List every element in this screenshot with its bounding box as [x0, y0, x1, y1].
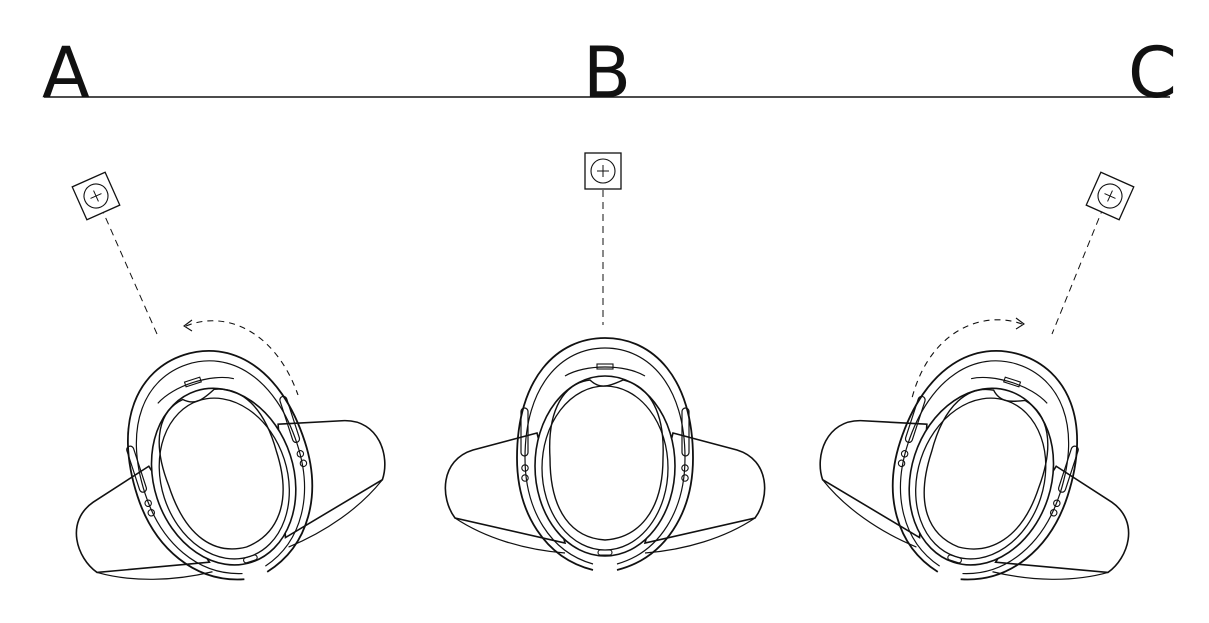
rotation-arrow-icon: [911, 319, 1023, 399]
sight-line-a: [95, 195, 158, 335]
rotation-arrow-icon: [185, 320, 299, 396]
panel-c-diagram: [796, 171, 1174, 623]
target-crosshair-icon: [71, 171, 121, 221]
target-crosshair-icon: [584, 152, 622, 190]
headset-icon: [796, 304, 1174, 623]
sight-line-c: [1051, 195, 1109, 335]
headset-icon: [444, 337, 766, 571]
target-crosshair-icon: [1085, 171, 1135, 221]
panel-b-diagram: [444, 152, 766, 571]
panel-a-diagram: [31, 171, 409, 623]
headset-icon: [31, 304, 409, 623]
